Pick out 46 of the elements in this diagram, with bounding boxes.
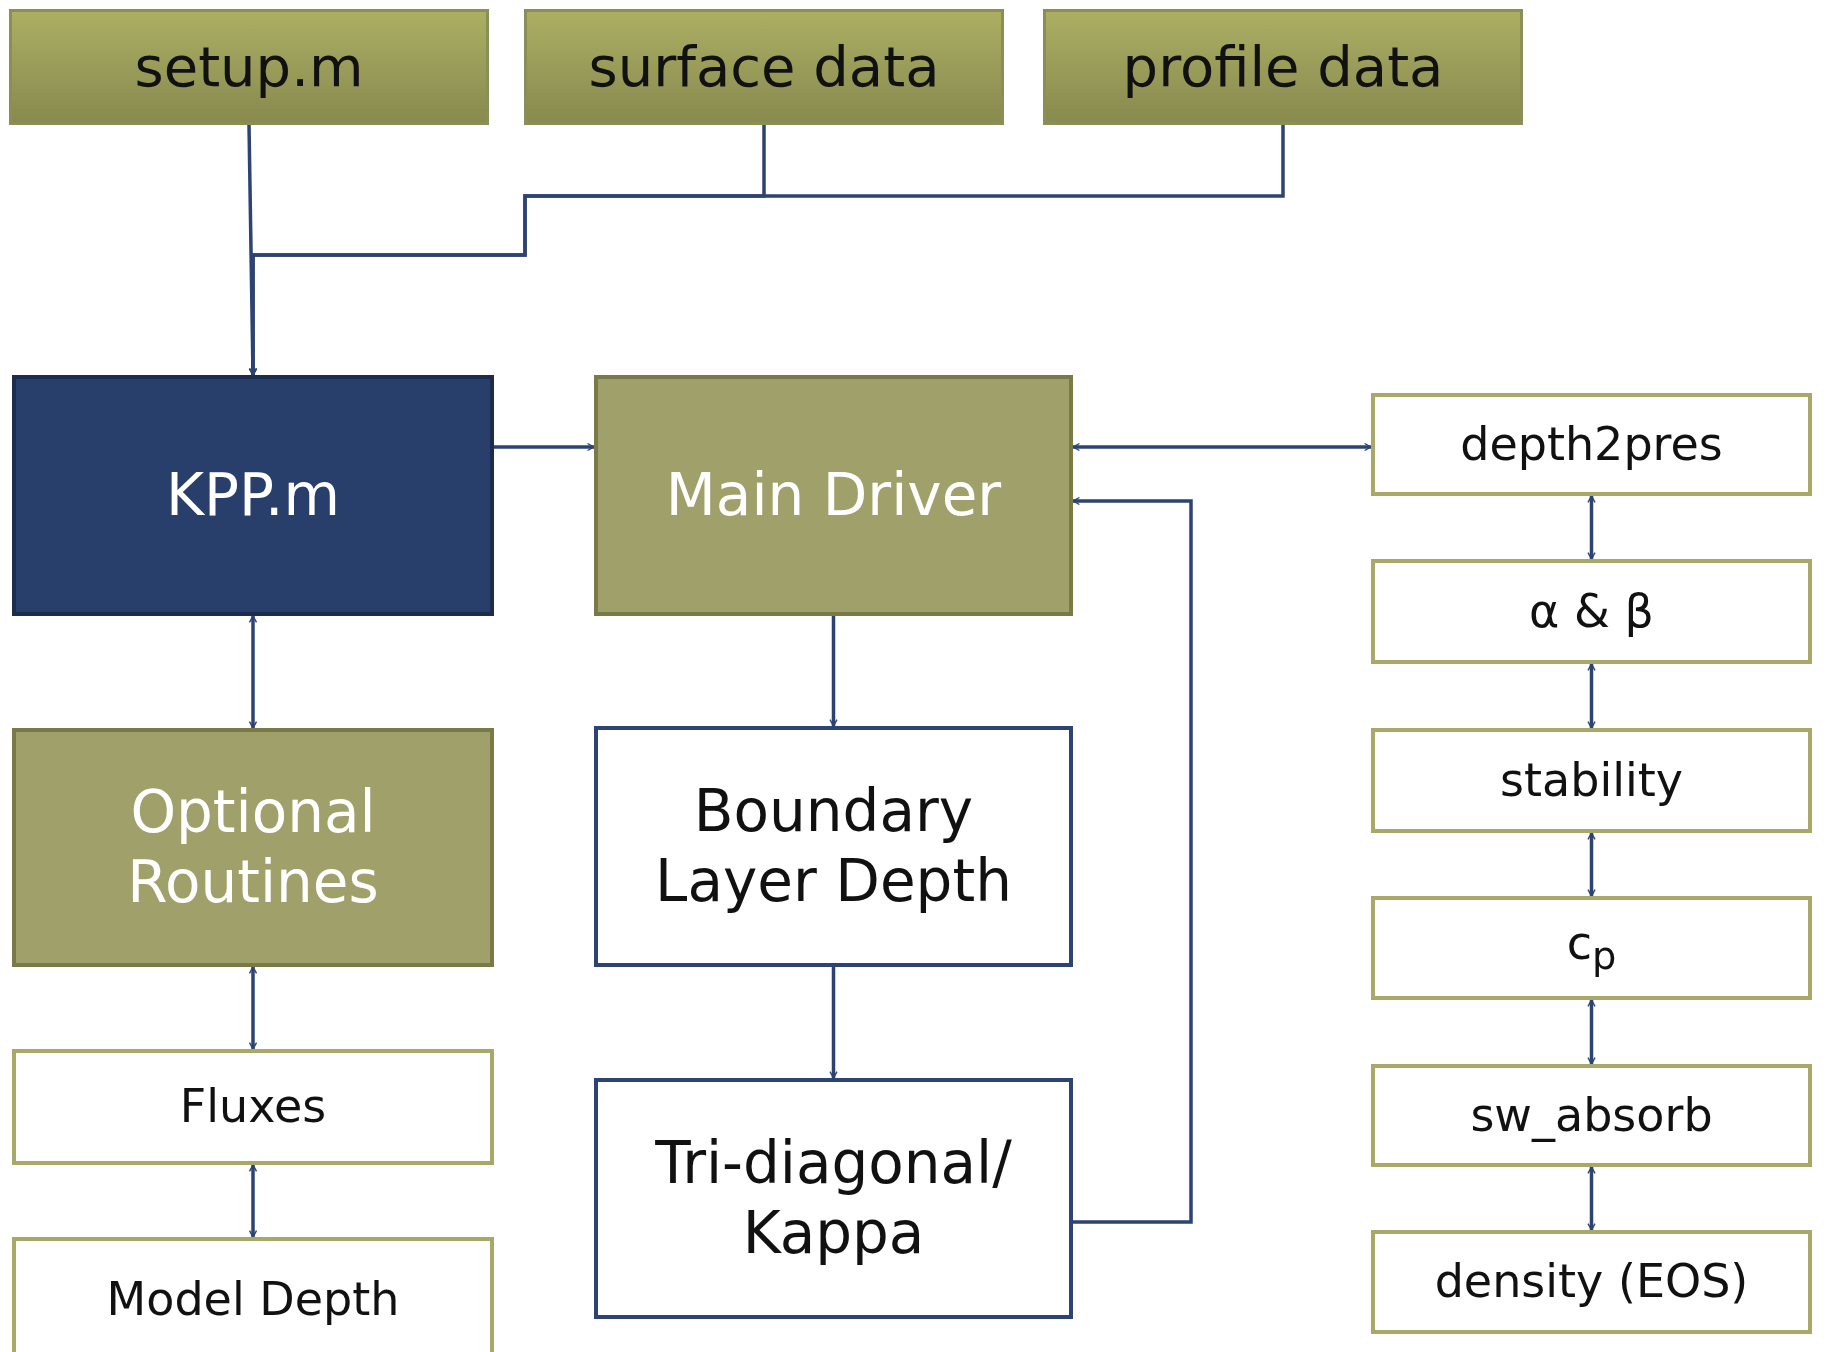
process-box [12,728,494,967]
title-box [9,9,489,125]
arrow [248,1164,258,1238]
arrow [829,616,838,727]
arrow [1587,495,1596,560]
title-box [1043,9,1523,125]
node-label: profile data [1121,33,1445,101]
process-box [12,375,494,616]
process-box [1371,1064,1812,1167]
process-box [594,726,1073,967]
node-label: Optional Routines [126,777,380,918]
process-box [1371,896,1812,1000]
node-label: sw_absorb [1469,1087,1714,1144]
arrow [494,442,595,452]
arrow [1072,496,1193,1224]
process-box [12,1049,494,1165]
node-label: setup.m [133,33,365,101]
arrow [1587,832,1596,897]
process-box [12,1237,494,1352]
node-label: c$_{p}$ [1565,916,1618,980]
node-label: α & β [1528,583,1655,640]
node-label: Tri-diagonal/ Kappa [654,1128,1013,1269]
process-box [1371,559,1812,664]
node-label: Model Depth [105,1271,401,1328]
arrow [1587,1166,1596,1231]
node-label: density (EOS) [1433,1254,1750,1310]
process-box [594,375,1073,616]
arrow [1587,999,1596,1065]
node-label: stability [1499,752,1684,809]
arrow [248,615,258,729]
node-label: depth2pres [1459,416,1724,473]
process-box [1371,728,1812,833]
title-box [524,9,1004,125]
process-box [594,1078,1073,1319]
arrow [1072,442,1372,452]
node-label: surface data [587,33,941,101]
arrow [248,966,258,1050]
process-box [1371,393,1812,496]
arrow [248,125,1285,376]
node-label: Boundary Layer Depth [654,776,1013,917]
arrow [829,967,838,1079]
node-label: Main Driver [664,460,1003,531]
process-box [1371,1230,1812,1334]
node-label: Fluxes [178,1079,328,1135]
arrow [1587,663,1596,729]
node-label: KPP.m [165,460,341,531]
